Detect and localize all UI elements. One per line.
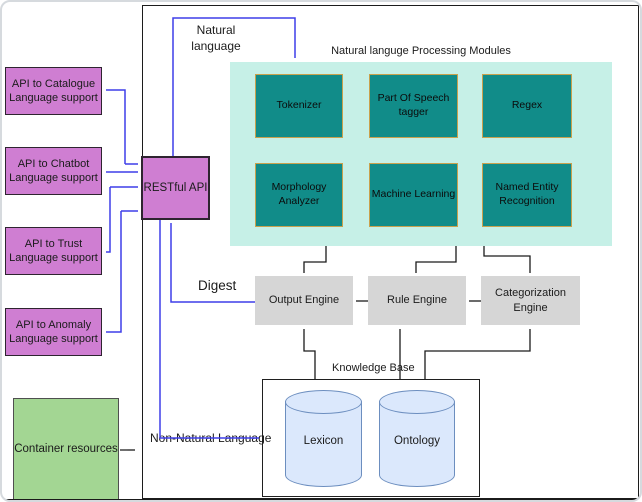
system-boundary [142,5,639,499]
arrow-to-api-catalogue [106,89,126,164]
module-pos-tagger: Part Of Speech tagger [369,74,458,138]
api-anomaly-box: API to Anomaly Language support [5,308,102,356]
arrow-to-api-trust [106,187,111,253]
cylinder-top [379,390,455,414]
restful-api-box: RESTful API [141,156,210,220]
module-morphology-analyzer: Morphology Analyzer [255,163,343,227]
window-bottom-edge [2,499,640,500]
module-tokenizer: Tokenizer [255,74,343,138]
cylinder-body [379,402,455,487]
api-trust-box: API to Trust Language support [5,227,102,275]
cylinder-label: Lexicon [303,435,344,448]
api-catalogue-box: API to Catalogue Language support [5,67,102,115]
arrow-to-api-anomaly [106,211,122,333]
digest-label: Digest [198,278,237,293]
module-named-entity-recognition: Named Entity Recognition [482,163,572,227]
engine-rule: Rule Engine [368,276,466,325]
knowledge-base-label: Knowledge Base [332,362,415,374]
engine-categorization: Categorization Engine [481,276,580,325]
module-machine-learning: Machine Learning [369,163,458,227]
api-chatbot-box: API to Chatbot Language support [5,147,102,195]
nlp-modules-title: Natural languge Processing Modules [331,45,511,57]
cylinder-lexicon: Lexicon [285,390,362,487]
cylinder-top [285,390,362,414]
cylinder-ontology: Ontology [379,390,455,487]
engine-output: Output Engine [255,276,353,325]
natural-language-label: Natural language [191,23,241,54]
module-regex: Regex [482,74,572,138]
cylinder-body [285,402,362,487]
non-natural-language-label: Non-Natural Language [150,431,272,445]
container-resources-box: Container resources [13,398,119,500]
cylinder-label: Ontology [393,435,441,448]
